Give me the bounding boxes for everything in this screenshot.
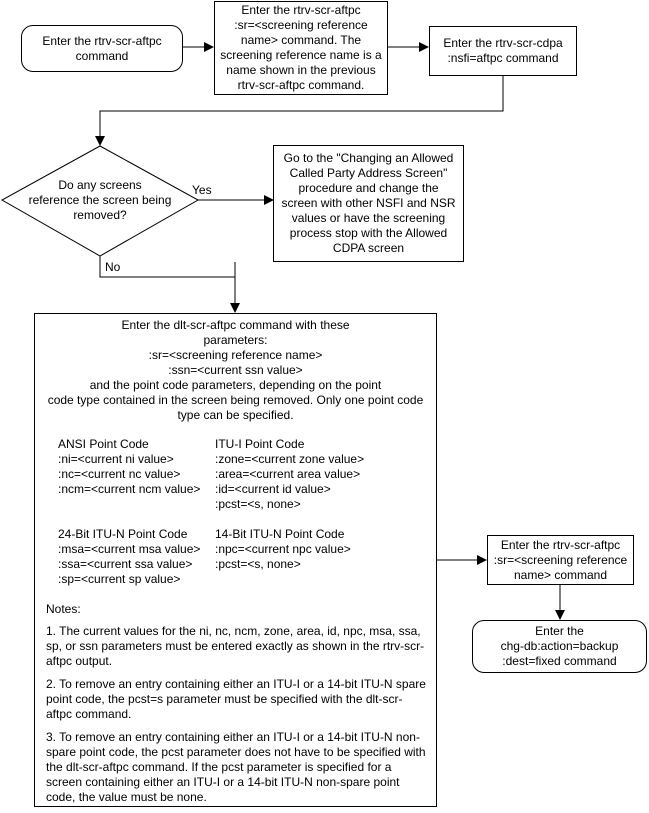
- step1-line-5: name shown in the previous: [226, 63, 376, 77]
- dlt-notes: Notes: 1. The current values for the ni,…: [46, 602, 428, 813]
- step1-line-1: Enter the rtrv-scr-aftpc: [241, 3, 361, 17]
- note-1: 1. The current values for the ni, nc, nc…: [46, 624, 425, 668]
- itun24-ssa: :ssa=<current ssa value>: [58, 557, 193, 571]
- line-no-branch: [99, 256, 235, 278]
- itu-n-14bit-point-code-params: 14-Bit ITU-N Point Code :npc=<current np…: [215, 527, 351, 572]
- step3-line-2: :sr=<screening reference: [493, 552, 628, 567]
- decision-line-3: removed?: [73, 208, 127, 222]
- goto-changing-allowed-cdpa: Go to the "Changing an Allowed Called Pa…: [273, 145, 464, 262]
- goto-line-7: CDPA screen: [332, 241, 405, 255]
- end-line-1: Enter the: [535, 624, 584, 638]
- step2-line-2: :nsfi=aftpc command: [447, 51, 559, 65]
- ansi-ni: :ni=<current ni value>: [58, 452, 174, 466]
- itun14-npc: :npc=<current npc value>: [215, 542, 351, 556]
- start-line-2: command: [75, 48, 129, 63]
- goto-line-5: values or have the screening: [291, 211, 446, 225]
- dlt-intro-line-1: Enter the dlt-scr-aftpc command with the…: [121, 318, 350, 332]
- step1-line-4: screening reference name is a: [220, 48, 382, 62]
- note-2: 2. To remove an entry containing either …: [46, 677, 426, 721]
- end-terminator: Enter the chg-db:action=backup :dest=fix…: [472, 620, 647, 673]
- itui-area: :area=<current area value>: [215, 467, 361, 481]
- step-rtrv-scr-aftpc-verify: Enter the rtrv-scr-aftpc :sr=<screening …: [487, 535, 634, 585]
- itui-pcst: :pcst=<s, none>: [215, 497, 301, 511]
- step2-line-1: Enter the rtrv-scr-cdpa: [443, 36, 563, 50]
- ansi-point-code-params: ANSI Point Code :ni=<current ni value> :…: [58, 437, 200, 497]
- start-terminator: Enter the rtrv-scr-aftpc command: [21, 25, 183, 72]
- itu-i-point-code-params: ITU-I Point Code :zone=<current zone val…: [215, 437, 364, 512]
- ansi-ncm: :ncm=<current ncm value>: [58, 482, 201, 496]
- end-line-3: :dest=fixed command: [502, 654, 617, 668]
- dlt-intro: Enter the dlt-scr-aftpc command with the…: [35, 318, 436, 423]
- step1-line-2: :sr=<screening reference: [234, 18, 368, 32]
- itui-title: ITU-I Point Code: [215, 437, 305, 451]
- step3-line-3: name> command: [513, 567, 608, 582]
- itun24-msa: :msa=<current msa value>: [58, 542, 201, 556]
- ansi-nc: :nc=<current nc value>: [58, 467, 181, 481]
- step-rtrv-scr-aftpc-sr: Enter the rtrv-scr-aftpc :sr=<screening …: [214, 1, 388, 95]
- goto-line-1: Go to the "Changing an Allowed: [283, 151, 454, 165]
- step1-line-6: rtrv-scr-aftpc command.: [237, 78, 365, 92]
- decision-question: Do any screens reference the screen bein…: [20, 178, 180, 223]
- itun14-title: 14-Bit ITU-N Point Code: [215, 527, 345, 541]
- dlt-intro-line-7: type can be specified.: [177, 408, 294, 422]
- step-rtrv-scr-cdpa: Enter the rtrv-scr-cdpa :nsfi=aftpc comm…: [429, 26, 577, 76]
- dlt-intro-line-6: code type contained in the screen being …: [47, 393, 424, 407]
- step1-line-3: name> command. The: [240, 33, 362, 47]
- notes-title: Notes:: [46, 602, 81, 616]
- goto-line-6: process stop with the Allowed: [289, 226, 448, 240]
- ansi-title: ANSI Point Code: [58, 437, 149, 451]
- dlt-intro-line-3: :sr=<screening reference name>: [148, 348, 323, 362]
- arrow-step2-to-decision: [95, 76, 504, 146]
- itu-n-24bit-point-code-params: 24-Bit ITU-N Point Code :msa=<current ms…: [58, 527, 200, 587]
- goto-line-3: procedure and change the: [298, 181, 439, 195]
- decision-line-1: Do any screens: [58, 178, 142, 192]
- itun14-pcst: :pcst=<s, none>: [215, 557, 301, 571]
- note-3: 3. To remove an entry containing either …: [46, 730, 426, 804]
- end-line-2: chg-db:action=backup: [500, 639, 619, 653]
- decision-line-2: reference the screen being: [28, 193, 172, 207]
- goto-line-2: Called Party Address Screen": [289, 166, 448, 180]
- dlt-intro-line-5: and the point code parameters, depending…: [89, 378, 382, 392]
- dlt-scr-aftpc-box: Enter the dlt-scr-aftpc command with the…: [34, 313, 437, 807]
- itun24-title: 24-Bit ITU-N Point Code: [58, 527, 188, 541]
- step3-line-1: Enter the rtrv-scr-aftpc: [500, 537, 621, 552]
- itui-id: :id=<current id value>: [215, 482, 331, 496]
- no-label: No: [105, 260, 121, 274]
- itui-zone: :zone=<current zone value>: [215, 452, 365, 466]
- goto-line-4: screen with other NSFI and NSR: [281, 196, 456, 210]
- itun24-sp: :sp=<current sp value>: [58, 572, 181, 586]
- start-line-1: Enter the rtrv-scr-aftpc: [42, 33, 162, 48]
- yes-label: Yes: [192, 183, 212, 197]
- dlt-intro-line-2: parameters:: [203, 333, 268, 347]
- dlt-intro-line-4: :ssn=<current ssn value>: [168, 363, 303, 377]
